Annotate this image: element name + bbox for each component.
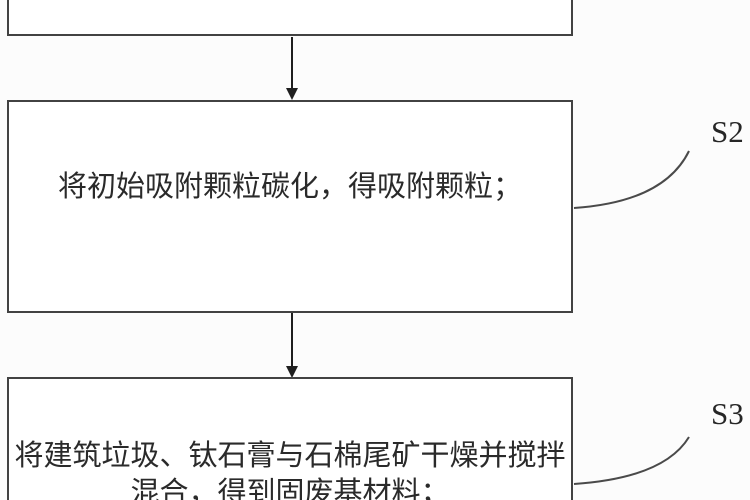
flowchart-box-step1 <box>7 0 573 36</box>
arrow-head-1-icon <box>286 88 298 100</box>
flowchart-box-step3 <box>7 377 573 500</box>
step3-text: 将建筑垃圾、钛石膏与石棉尾矿干燥并搅拌 混合，得到固废基材料； <box>7 438 573 500</box>
step2-text: 将初始吸附颗粒碳化，得吸附颗粒； <box>57 171 522 203</box>
arrow-line-2 <box>291 313 293 367</box>
s2-reference-curve <box>573 150 690 209</box>
arrow-line-1 <box>291 37 293 89</box>
s3-reference-curve <box>573 436 690 485</box>
step2-label: S2 <box>711 114 744 149</box>
step3-label: S3 <box>711 396 744 431</box>
step3-text-line2: 混合，得到固废基材料； <box>130 477 450 500</box>
step3-text-line1: 将建筑垃圾、钛石膏与石棉尾矿干燥并搅拌 <box>14 440 566 472</box>
flowchart-box-step2 <box>7 100 573 313</box>
arrow-head-2-icon <box>286 366 298 378</box>
